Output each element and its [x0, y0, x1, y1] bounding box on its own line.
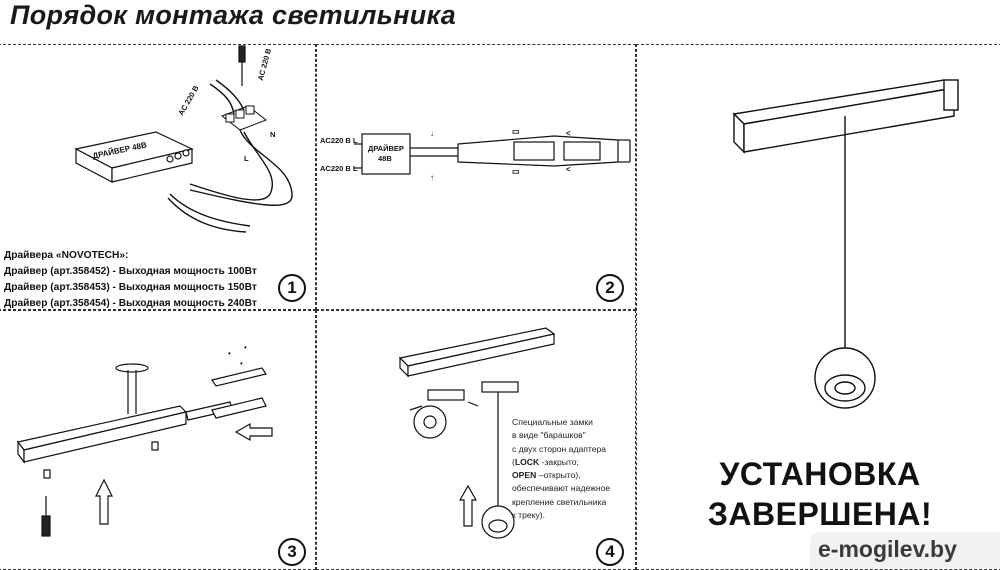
lock-paren: (	[512, 456, 515, 467]
step-1-panel: ДРАЙВЕР 48В AC 220 В AC 220 В L N	[0, 44, 316, 310]
step-4-panel	[318, 310, 636, 568]
open-text: –открыто),	[536, 470, 581, 481]
step-number-1: 1	[278, 274, 306, 302]
note-line: обеспечивают надежное	[512, 483, 611, 494]
installed-fixture-drawing	[732, 79, 959, 409]
svg-text:•: •	[244, 343, 247, 352]
step-3-panel: • • •	[0, 310, 316, 568]
lock-instructions: Специальные замки в виде "барашков" с дв…	[512, 416, 632, 522]
panel-frame-2	[316, 44, 636, 310]
svg-text:•: •	[228, 349, 231, 358]
driver-wiring-drawing	[74, 45, 293, 233]
track-mounting-drawing: • • •	[16, 343, 273, 537]
panel-frame-1	[0, 44, 316, 310]
open-word: OPEN	[512, 470, 537, 481]
wire-n-label: N	[270, 130, 276, 139]
lock-text: -закрыто;	[539, 456, 579, 467]
note-line: к треку).	[512, 510, 546, 521]
note-line-lock: (LOCK -закрыто;	[512, 456, 632, 469]
svg-text:<: <	[566, 165, 571, 174]
note-line: в виде "барашков"	[512, 430, 586, 441]
installation-complete-text: УСТАНОВКА ЗАВЕРШЕНА!	[705, 454, 935, 534]
svg-text:↓: ↓	[430, 129, 434, 138]
driver-label-line1: ДРАЙВЕР	[368, 144, 404, 153]
lock-word: LOCK	[514, 456, 540, 467]
note-line: крепление светильника	[512, 496, 607, 507]
note-line: с двух сторон адаптера	[512, 443, 607, 454]
drivers-list: Драйвера «NOVOTECH»: Драйвер (арт.358452…	[4, 248, 257, 312]
watermark: e-mogilev.by	[810, 532, 1000, 568]
wire-l-label: L	[244, 154, 249, 163]
complete-line-2: ЗАВЕРШЕНА!	[707, 496, 933, 532]
svg-text:↑: ↑	[430, 173, 434, 182]
complete-line-1: УСТАНОВКА	[719, 456, 921, 492]
driver-item: Драйвер (арт.358452) - Выходная мощность…	[4, 266, 257, 277]
note-line: Специальные замки	[512, 417, 593, 427]
driver-label-line2: 48В	[378, 154, 392, 163]
svg-text:▭: ▭	[512, 127, 520, 136]
track-connection-drawing: ↓ ↑ ▭ ▭ < <	[354, 127, 631, 182]
ac-label-bottom: AC220 В L	[320, 164, 358, 173]
drivers-heading: Драйвера «NOVOTECH»:	[4, 250, 129, 261]
page-title: Порядок монтажа светильника	[10, 0, 457, 30]
step-number-3: 3	[278, 538, 306, 566]
watermark-text: e-mogilev.by	[818, 536, 957, 562]
final-panel	[638, 44, 1000, 568]
ac-label-top: AC220 В L	[320, 136, 358, 145]
svg-text:•: •	[240, 359, 243, 368]
step-number-4: 4	[596, 538, 624, 566]
note-line-open: OPEN –открыто),	[512, 469, 632, 482]
driver-item: Драйвер (арт.358453) - Выходная мощность…	[4, 282, 257, 293]
step-2-panel: ↓ ↑ ▭ ▭ < < ДРАЙВЕР 48В AC220 В L AC220 …	[318, 44, 636, 310]
step-number-2: 2	[596, 274, 624, 302]
svg-text:▭: ▭	[512, 167, 520, 176]
svg-text:<: <	[566, 129, 571, 138]
driver-item: Драйвер (арт.358454) - Выходная мощность…	[4, 298, 257, 309]
fixture-attach-drawing	[398, 327, 556, 539]
